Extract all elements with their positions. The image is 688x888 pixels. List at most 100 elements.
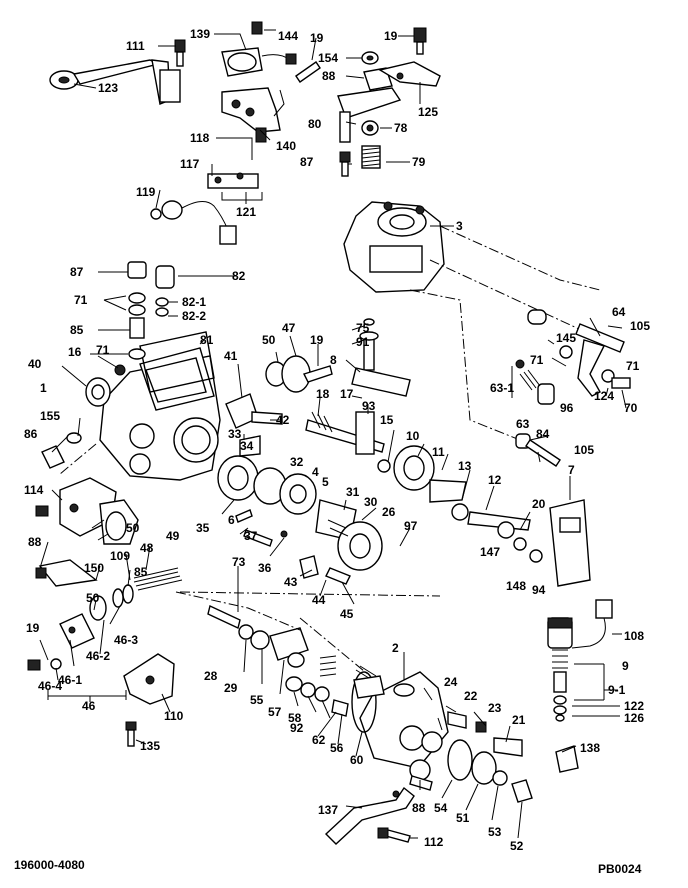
part-label-19: 19 xyxy=(384,29,398,43)
part-label-23: 23 xyxy=(488,701,502,715)
part-label-36: 36 xyxy=(258,561,272,575)
part-label-94: 94 xyxy=(532,583,546,597)
part-label-50: 50 xyxy=(126,521,140,535)
part-label-86: 86 xyxy=(24,427,38,441)
part-label-88: 88 xyxy=(412,801,426,815)
part-label-46-4: 46-4 xyxy=(38,679,62,693)
part-label-18: 18 xyxy=(316,387,330,401)
part-label-41: 41 xyxy=(224,349,238,363)
part-label-105: 105 xyxy=(630,319,650,333)
leader-lines xyxy=(39,29,627,839)
part-label-46-3: 46-3 xyxy=(114,633,138,647)
part-label-154: 154 xyxy=(318,51,338,65)
part-label-34: 34 xyxy=(240,439,254,453)
part-label-135: 135 xyxy=(140,739,160,753)
part-label-71: 71 xyxy=(626,359,640,373)
part-label-2: 2 xyxy=(392,641,399,655)
part-label-87: 87 xyxy=(300,155,314,169)
part-label-4: 4 xyxy=(312,465,319,479)
part-label-117: 117 xyxy=(180,157,200,171)
part-label-15: 15 xyxy=(380,413,394,427)
part-label-155: 155 xyxy=(40,409,60,423)
part-label-112: 112 xyxy=(424,835,444,849)
part-label-28: 28 xyxy=(204,669,218,683)
part-label-71: 71 xyxy=(96,343,110,357)
part-label-46-1: 46-1 xyxy=(58,673,82,687)
part-label-150: 150 xyxy=(84,561,104,575)
part-label-55: 55 xyxy=(250,693,264,707)
part-label-44: 44 xyxy=(312,593,326,607)
part-label-140: 140 xyxy=(276,139,296,153)
part-label-119: 119 xyxy=(136,185,156,199)
page-code: PB0024 xyxy=(598,862,642,876)
governor-housing-group xyxy=(343,201,621,441)
part-label-13: 13 xyxy=(458,459,472,473)
part-label-105: 105 xyxy=(574,443,594,457)
part-label-10: 10 xyxy=(406,429,420,443)
part-label-85: 85 xyxy=(134,565,148,579)
part-label-24: 24 xyxy=(444,675,458,689)
part-label-9: 9 xyxy=(622,659,629,673)
part-label-147: 147 xyxy=(480,545,500,559)
part-label-51: 51 xyxy=(456,811,470,825)
part-label-123: 123 xyxy=(98,81,118,95)
dash-lines xyxy=(59,443,441,677)
part-label-96: 96 xyxy=(560,401,574,415)
part-label-47: 47 xyxy=(282,321,296,335)
part-label-5: 5 xyxy=(322,475,329,489)
part-label-88: 88 xyxy=(28,535,42,549)
part-label-16: 16 xyxy=(68,345,82,359)
part-label-79: 79 xyxy=(412,155,426,169)
part-label-19: 19 xyxy=(26,621,40,635)
part-label-53: 53 xyxy=(488,825,502,839)
part-label-145: 145 xyxy=(556,331,576,345)
part-label-122: 122 xyxy=(624,699,644,713)
solenoid-group xyxy=(547,599,613,722)
part-label-6: 6 xyxy=(228,513,235,527)
part-label-50: 50 xyxy=(86,591,100,605)
part-label-49: 49 xyxy=(166,529,180,543)
part-label-73: 73 xyxy=(232,555,246,569)
part-label-26: 26 xyxy=(382,505,396,519)
part-label-46: 46 xyxy=(82,699,96,713)
sensor-group xyxy=(150,127,267,245)
part-label-3: 3 xyxy=(456,219,463,233)
part-label-63-1: 63-1 xyxy=(490,381,514,395)
part-label-114: 114 xyxy=(24,483,44,497)
part-label-58: 58 xyxy=(288,711,302,725)
part-label-7: 7 xyxy=(568,463,575,477)
part-label-88: 88 xyxy=(322,69,336,83)
part-label-124: 124 xyxy=(594,389,614,403)
part-label-82-1: 82-1 xyxy=(182,295,206,309)
part-label-22: 22 xyxy=(464,689,478,703)
part-label-84: 84 xyxy=(536,427,550,441)
part-label-21: 21 xyxy=(512,713,526,727)
part-label-50: 50 xyxy=(262,333,276,347)
central-shaft-parts xyxy=(305,318,591,587)
part-label-63: 63 xyxy=(516,417,530,431)
part-label-37: 37 xyxy=(244,529,258,543)
part-label-97: 97 xyxy=(404,519,418,533)
part-label-48: 48 xyxy=(140,541,154,555)
part-label-111: 111 xyxy=(126,39,145,53)
part-label-75: 75 xyxy=(356,321,370,335)
part-label-108: 108 xyxy=(624,629,644,643)
part-label-125: 125 xyxy=(418,105,438,119)
part-label-57: 57 xyxy=(268,705,282,719)
part-label-137: 137 xyxy=(318,803,338,817)
left-fittings xyxy=(127,261,175,360)
part-label-64: 64 xyxy=(612,305,626,319)
part-label-12: 12 xyxy=(488,473,502,487)
part-label-92: 92 xyxy=(290,721,304,735)
part-label-17: 17 xyxy=(340,387,354,401)
part-label-32: 32 xyxy=(290,455,304,469)
part-label-43: 43 xyxy=(284,575,298,589)
part-label-33: 33 xyxy=(228,427,242,441)
part-label-52: 52 xyxy=(510,839,524,853)
part-label-40: 40 xyxy=(28,357,42,371)
part-label-54: 54 xyxy=(434,801,448,815)
part-label-110: 110 xyxy=(164,709,184,723)
part-label-9-1: 9-1 xyxy=(608,683,626,697)
